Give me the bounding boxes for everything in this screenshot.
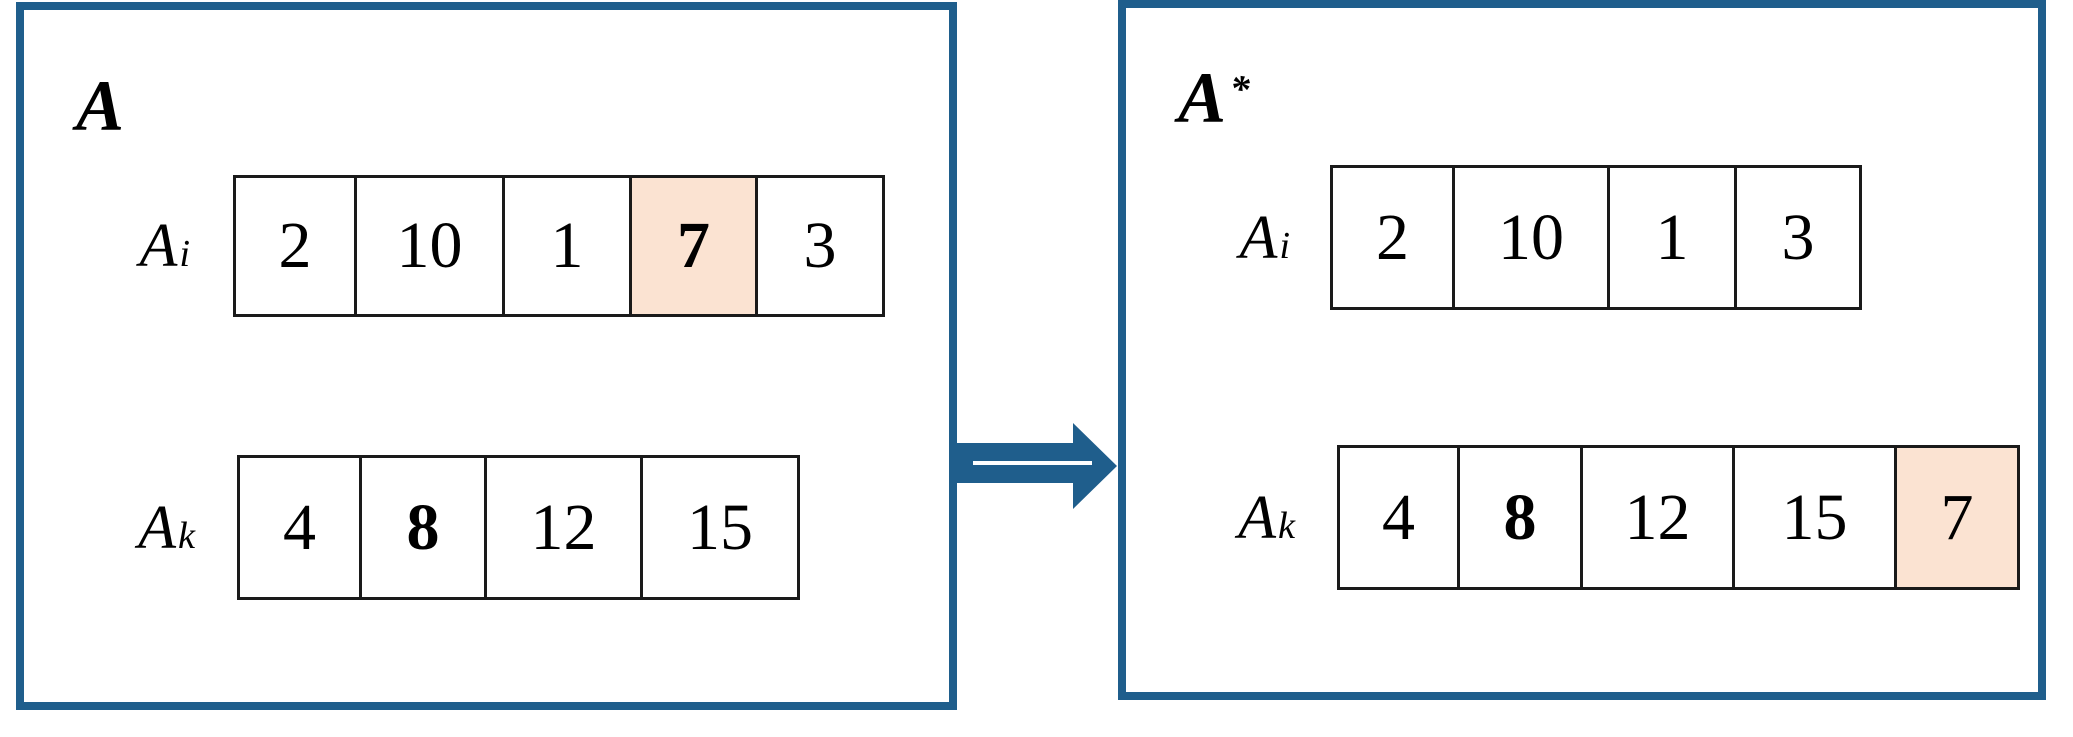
panel-after-title: A*	[1178, 62, 1250, 134]
array-cell: 15	[643, 455, 800, 600]
array-ak-row-before: 4 8 12 15	[237, 455, 800, 600]
panel-after-title-superscript: *	[1230, 67, 1250, 112]
array-ai-row-after: 2 10 1 3	[1330, 165, 1862, 310]
arrow-right-icon	[954, 423, 1117, 509]
array-cell: 1	[505, 175, 632, 317]
label-subscript: i	[179, 233, 190, 276]
panel-after	[1118, 0, 2046, 700]
panel-before-title: A	[76, 70, 124, 142]
label-subscript: k	[1277, 504, 1295, 547]
array-cell: 8	[1460, 445, 1583, 590]
array-cell: 12	[487, 455, 643, 600]
label-base: A	[1239, 203, 1278, 272]
panel-before-title-text: A	[76, 66, 125, 146]
array-cell: 2	[233, 175, 357, 317]
array-cell: 10	[357, 175, 505, 317]
array-cell: 12	[1583, 445, 1735, 590]
label-subscript: i	[1279, 224, 1290, 267]
label-subscript: k	[177, 514, 195, 557]
array-cell: 2	[1330, 165, 1455, 310]
array-cell-highlighted: 7	[1897, 445, 2020, 590]
array-cell: 4	[237, 455, 362, 600]
array-cell: 15	[1735, 445, 1897, 590]
array-ak-row-after: 4 8 12 15 7	[1337, 445, 2020, 590]
label-base: A	[1238, 483, 1276, 552]
array-cell-highlighted: 7	[632, 175, 758, 317]
label-base: A	[139, 212, 178, 280]
array-cell: 1	[1610, 165, 1737, 310]
array-cell: 10	[1455, 165, 1610, 310]
label-base: A	[138, 493, 176, 562]
panel-after-title-text: A	[1178, 58, 1227, 138]
array-cell: 3	[1737, 165, 1862, 310]
array-cell: 4	[1337, 445, 1460, 590]
array-ai-row-before: 2 10 1 7 3	[233, 175, 885, 317]
panel-before	[16, 2, 957, 710]
array-cell: 3	[758, 175, 885, 317]
array-cell: 8	[362, 455, 487, 600]
